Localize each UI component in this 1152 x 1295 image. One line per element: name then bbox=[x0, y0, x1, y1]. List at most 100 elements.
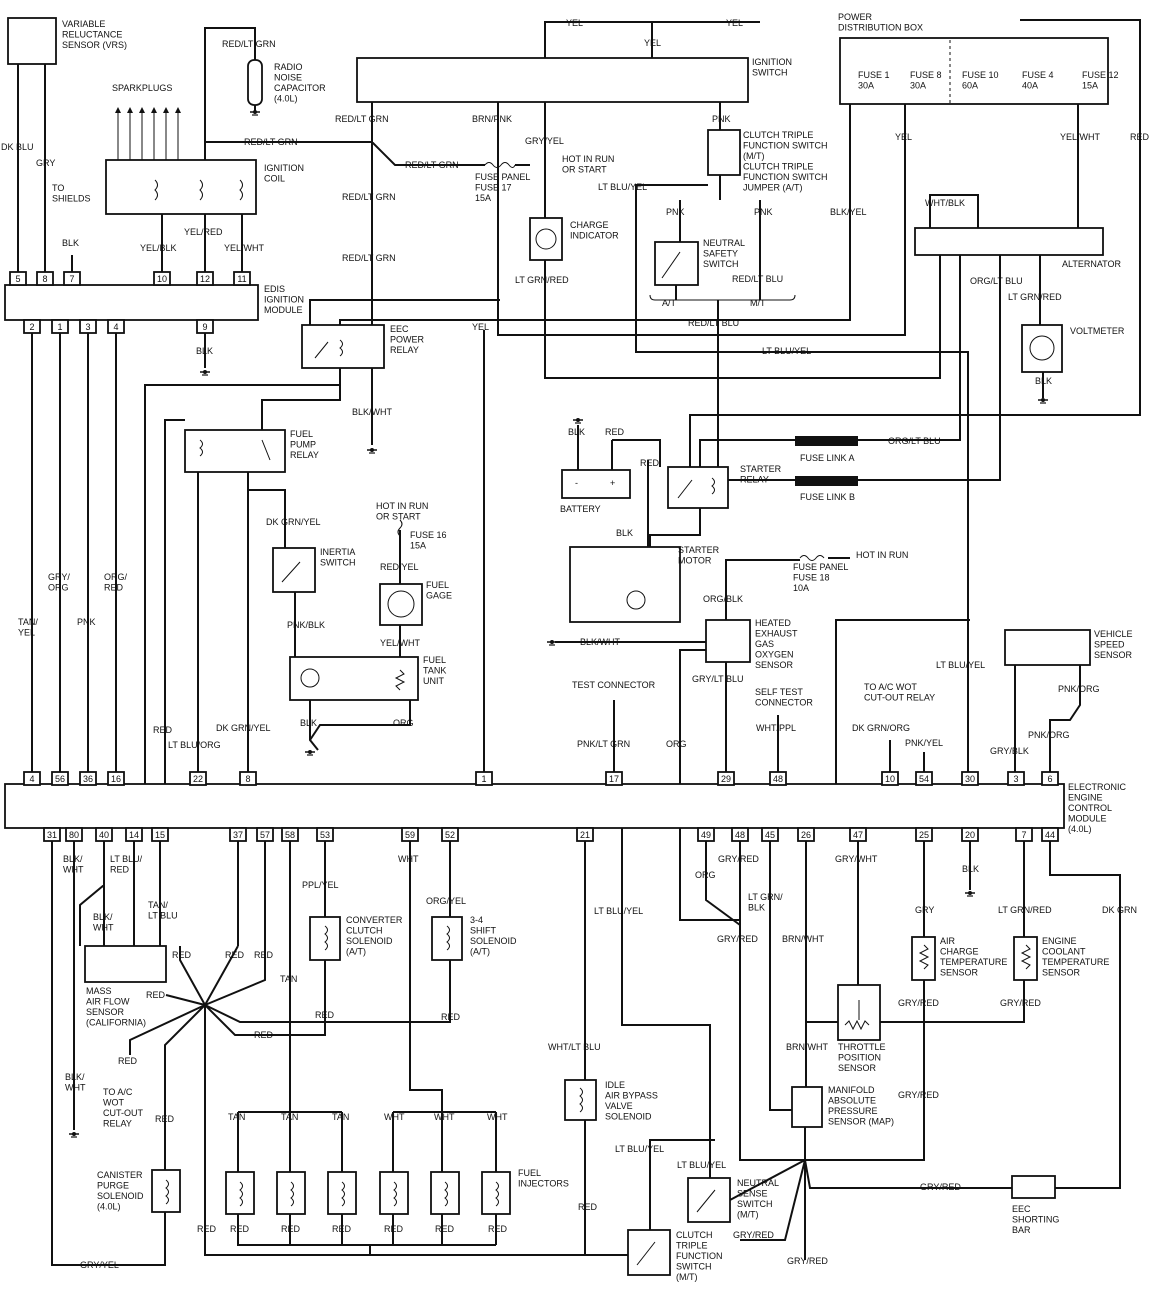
label-red-ltblu2: RED/LT BLU bbox=[688, 318, 739, 328]
hego-sensor bbox=[705, 619, 751, 663]
label-blk-wht-eec: BLK/WHT bbox=[352, 407, 393, 417]
ignition-switch bbox=[356, 57, 749, 103]
fuse-18-icon bbox=[799, 555, 825, 561]
pin-number: 31 bbox=[47, 830, 57, 840]
pin-number: 48 bbox=[735, 830, 745, 840]
label-red-b5: RED bbox=[118, 1056, 138, 1066]
label-yel-eec: YEL bbox=[472, 322, 489, 332]
ecm-top-pin-4: 4 bbox=[23, 771, 41, 786]
eec-shorting-bar bbox=[1011, 1175, 1056, 1199]
pin-number: 59 bbox=[405, 830, 415, 840]
label-wht-ltblu: WHT/LT BLU bbox=[548, 1042, 601, 1052]
label-lt-blu-yel5: LT BLU/YEL bbox=[615, 1144, 664, 1154]
ecm-bottom-pin-48: 48 bbox=[731, 827, 749, 842]
label-blk-wht-sm: BLK/WHT bbox=[580, 637, 621, 647]
pin-number: 54 bbox=[919, 774, 929, 784]
edis-bottom-pin-3: 3 bbox=[79, 319, 97, 334]
edis-bottom-pin-2: 2 bbox=[23, 319, 41, 334]
label-brn-pnk: BRN/PNK bbox=[472, 114, 512, 124]
label-tan-main: TAN bbox=[280, 974, 297, 984]
ecm-bottom-pin-47: 47 bbox=[849, 827, 867, 842]
pin-number: 49 bbox=[701, 830, 711, 840]
label-gry-ltblu: GRY/LT BLU bbox=[692, 674, 744, 684]
label-red-ltgrn-coil: RED/LT GRN bbox=[244, 137, 298, 147]
label-wht-blk: WHT/BLK bbox=[925, 198, 965, 208]
label-blk-wht1: BLK/WHT bbox=[63, 854, 84, 875]
alternator bbox=[914, 227, 1104, 256]
label-lt-blu-org: LT BLU/ORG bbox=[168, 740, 221, 750]
ecm-bottom-pin-20: 20 bbox=[961, 827, 979, 842]
pin-number: 16 bbox=[111, 774, 121, 784]
label-gry1: GRY bbox=[36, 158, 55, 168]
label-gry-25: GRY bbox=[915, 905, 934, 915]
converter-clutch-solenoid bbox=[309, 916, 341, 961]
label-blk-bat: BLK bbox=[568, 427, 585, 437]
label-red-ltgrn-cap: RED/LT GRN bbox=[222, 39, 276, 49]
fuel-injectors bbox=[225, 1171, 511, 1215]
label-lt-blu-yel2: LT BLU/YEL bbox=[762, 346, 811, 356]
shift-3-4-solenoid bbox=[431, 916, 463, 961]
pin-number: 9 bbox=[202, 322, 207, 332]
ecm-bottom-pin-58: 58 bbox=[281, 827, 299, 842]
pin-number: 8 bbox=[245, 774, 250, 784]
pin-number: 2 bbox=[29, 322, 34, 332]
edis-top-pin-7: 7 bbox=[63, 271, 81, 286]
pin-number: 17 bbox=[609, 774, 619, 784]
label-tan-ltblu: TAN/LT BLU bbox=[148, 900, 178, 921]
label-gry-red1: GRY/RED bbox=[718, 854, 759, 864]
label-blk-edis9: BLK bbox=[196, 346, 213, 356]
relay-contact-icon bbox=[314, 339, 343, 359]
ecm-top-pin-29: 29 bbox=[717, 771, 735, 786]
ecm-top-pin-10: 10 bbox=[881, 771, 899, 786]
label-wht2: WHT bbox=[434, 1112, 455, 1122]
label-yel-top1: YEL bbox=[566, 18, 583, 28]
label-dkblu1: DK BLU bbox=[1, 142, 34, 152]
label-test-conn: TEST CONNECTOR bbox=[572, 680, 656, 690]
ecm-bottom-pin-15: 15 bbox=[151, 827, 169, 842]
label-red-i5: RED bbox=[435, 1224, 455, 1234]
pin-number: 3 bbox=[1013, 774, 1018, 784]
ecm-bottom-pin-49: 49 bbox=[697, 827, 715, 842]
thermistor-icon bbox=[918, 944, 1032, 970]
neutral-safety-switch bbox=[654, 241, 699, 286]
switch-contact-icon bbox=[281, 561, 301, 583]
label-lt-grn-red2: LT GRN/RED bbox=[998, 905, 1052, 915]
fuse-link-a bbox=[795, 436, 858, 446]
ecm-bottom-pin-14: 14 bbox=[125, 827, 143, 842]
pin-number: 8 bbox=[42, 274, 47, 284]
edis-top-pin-12: 12 bbox=[196, 271, 214, 286]
label-pnk-sw: PNK bbox=[712, 114, 731, 124]
label-lt-blu-yel6: LT BLU/YEL bbox=[677, 1160, 726, 1170]
label-wht3: WHT bbox=[487, 1112, 508, 1122]
pin-number: 22 bbox=[193, 774, 203, 784]
label-wht1: WHT bbox=[384, 1112, 405, 1122]
voltmeter bbox=[1021, 324, 1063, 373]
gauge-icon bbox=[1029, 335, 1055, 361]
fuel-pump-relay bbox=[184, 429, 286, 473]
map-sensor bbox=[791, 1086, 823, 1128]
ecm-top-pin-1: 1 bbox=[475, 771, 493, 786]
fuse-link-b bbox=[795, 476, 858, 486]
label-at: A/T bbox=[662, 298, 677, 308]
label-red-ltgrn-fuse: RED/LT GRN bbox=[405, 160, 459, 170]
switch-contact-icon bbox=[696, 1189, 716, 1213]
label-lt-blu-yel1: LT BLU/YEL bbox=[598, 182, 647, 192]
label-tan3: TAN bbox=[332, 1112, 349, 1122]
label-gry-wht: GRY/WHT bbox=[835, 854, 878, 864]
